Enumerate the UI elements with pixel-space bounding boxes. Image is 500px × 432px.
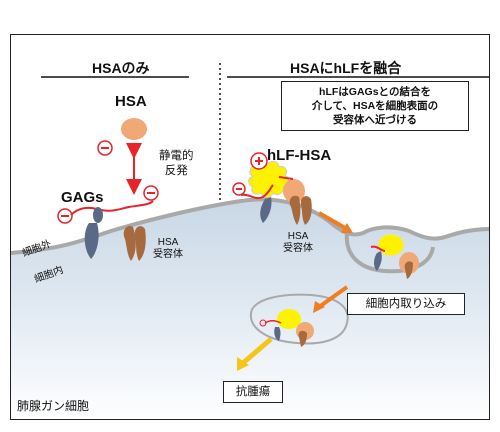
- mechanism-callout: hLFはGAGsとの結合を 介して、HSAを細胞表面の 受容体へ近づける: [281, 81, 469, 131]
- gag-core-protein: [84, 223, 99, 259]
- callout-line3: 受容体へ近づける: [333, 114, 417, 126]
- hsa-receptor-right: [289, 195, 312, 225]
- internal-vesicle: [249, 293, 349, 345]
- hsa-receptor-right-line2: 受容体: [283, 243, 313, 254]
- repulsion-label-line1: 静電的: [159, 150, 194, 162]
- hsa-receptor-left-line1: HSA: [157, 237, 179, 248]
- hlf-hsa-internal: [259, 309, 314, 347]
- diagram-frame: HSA 静電的 反発 GAGs HSA 受容体 hLF-HSA HSA 受容体 …: [10, 34, 490, 420]
- diagram-canvas: [11, 63, 489, 419]
- repulsion-label-line2: 反発: [164, 165, 188, 177]
- antitumor-box: 抗腫瘍: [223, 381, 283, 403]
- hsa-receptor-left: [123, 225, 146, 261]
- arrow-to-internal: [317, 285, 349, 309]
- hsa-receptor-right-line1: HSA: [287, 231, 309, 242]
- hsa-receptor-label-right: HSA 受容体: [283, 231, 313, 255]
- endosome-membrane: [344, 232, 435, 274]
- cell-type-label: 肺腺ガン細胞: [17, 399, 90, 413]
- repulsion-label: 静電的 反発: [159, 149, 194, 179]
- arrow-to-antitumor: [241, 337, 273, 365]
- hlf-hsa-endosome: [370, 233, 419, 279]
- surface-gag-core: [260, 197, 272, 223]
- hsa-molecule: [121, 118, 147, 140]
- callout-line1: hLFはGAGsとの結合を: [319, 86, 431, 98]
- surface-gag-chain: [240, 184, 274, 200]
- gags-label: GAGs: [61, 189, 104, 206]
- right-panel-title: HSAにhLFを融合: [290, 60, 402, 76]
- hlf-hsa-label: hLF-HSA: [267, 147, 332, 164]
- hlf-hsa-fusion-surface: [248, 160, 305, 203]
- hsa-receptor-label-left: HSA 受容体: [153, 237, 183, 261]
- gag-chain: [70, 200, 154, 216]
- left-panel-title: HSAのみ: [92, 60, 150, 76]
- hsa-label: HSA: [115, 93, 147, 110]
- callout-line2: 介して、HSAを細胞表面の: [311, 100, 439, 112]
- arrow-to-endosome: [318, 211, 348, 231]
- cell-membrane: [11, 197, 489, 255]
- hsa-receptor-left-line2: 受容体: [153, 249, 183, 260]
- uptake-box: 細胞内取り込み: [347, 293, 465, 315]
